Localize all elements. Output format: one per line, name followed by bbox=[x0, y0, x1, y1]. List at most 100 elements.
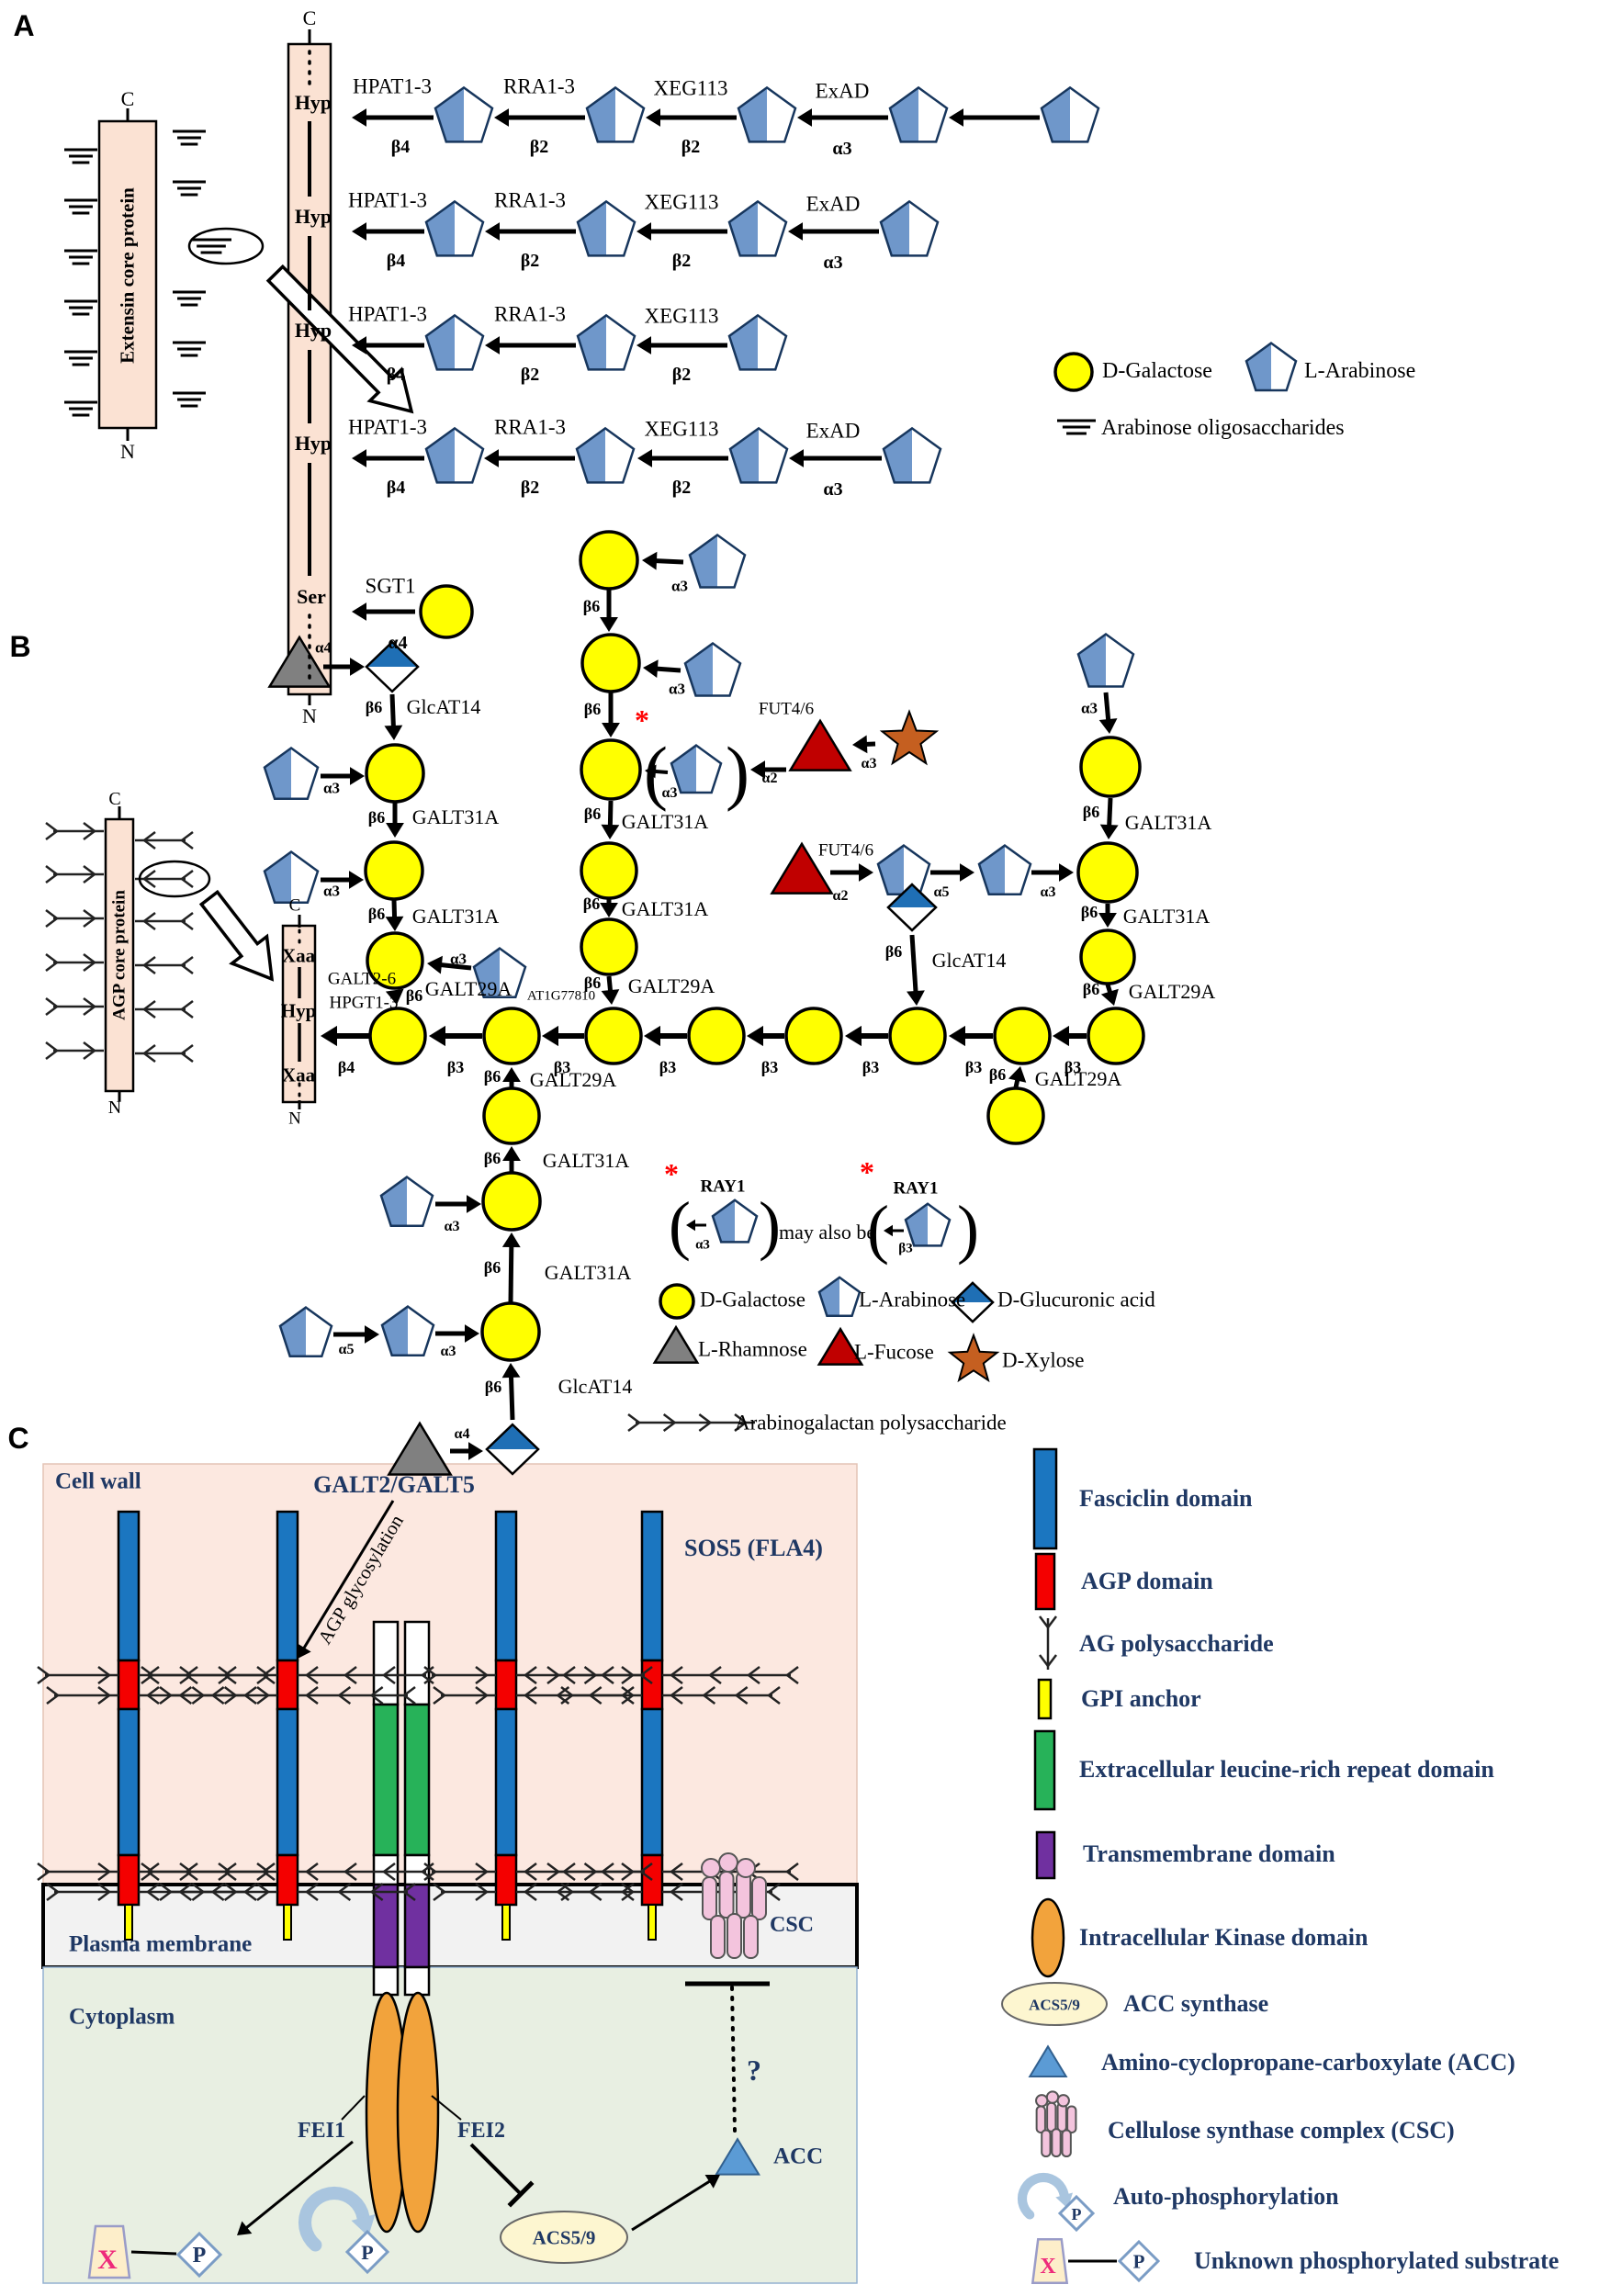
d-galactose-icon bbox=[1087, 1007, 1145, 1065]
d-galactose-icon bbox=[482, 1007, 541, 1065]
link-line bbox=[435, 962, 472, 971]
arabinose-oligosaccharides-icon bbox=[64, 198, 97, 215]
arabinose-oligosaccharides-icon bbox=[64, 148, 97, 164]
arrow-head bbox=[884, 1224, 893, 1237]
arrow-head bbox=[789, 449, 804, 467]
acc-icon bbox=[1028, 2044, 1068, 2077]
ag-polysaccharide-icon bbox=[546, 1666, 642, 1684]
inhibition-cap bbox=[507, 2180, 535, 2208]
ag-polysaccharide-icon bbox=[423, 1863, 496, 1881]
legend-gpi-bar bbox=[1037, 1678, 1053, 1720]
ag-polysaccharide-icon bbox=[159, 1883, 277, 1901]
l-arabinose-icon bbox=[876, 844, 931, 896]
agp-domain-segment bbox=[276, 1659, 299, 1711]
l-arabinose-icon bbox=[424, 426, 485, 484]
l-arabinose-icon bbox=[434, 85, 494, 143]
arrow-head bbox=[1059, 863, 1074, 882]
l-fucose-icon bbox=[770, 841, 834, 895]
arrow-head bbox=[365, 1325, 379, 1344]
arrow-head bbox=[350, 767, 365, 785]
fasciclin-segment bbox=[117, 1510, 141, 1662]
auto-phosphorylation-icon bbox=[351, 2213, 376, 2237]
arabinose-oligosaccharides-icon bbox=[1057, 419, 1096, 435]
legend-c-gpi-label: GPI anchor bbox=[1081, 1685, 1201, 1712]
zoom-arrow-icon bbox=[265, 264, 414, 414]
question-mark-label: ? bbox=[747, 2054, 761, 2087]
arabinose-oligosaccharides-icon bbox=[173, 290, 206, 307]
l-rhamnose-icon bbox=[267, 635, 332, 688]
arrow-head bbox=[600, 903, 618, 917]
l-arabinose-icon bbox=[472, 947, 527, 999]
arrow-head bbox=[845, 1025, 862, 1047]
l-arabinose-icon bbox=[576, 313, 636, 371]
link-line bbox=[730, 1986, 737, 2133]
arrow-head bbox=[636, 336, 651, 355]
arrow-head bbox=[1100, 988, 1119, 1006]
kinase-domain-shape bbox=[1031, 1897, 1065, 1978]
legend-b-xylose-label: D-Xylose bbox=[1002, 1348, 1085, 1372]
arrow-head bbox=[484, 449, 499, 467]
arrow-head bbox=[960, 863, 974, 882]
arrow-head bbox=[600, 617, 618, 632]
ag-polysaccharide-icon bbox=[45, 953, 104, 972]
legend-a-oligo-label: Arabinose oligosaccharides bbox=[1101, 416, 1345, 440]
arrow-head bbox=[352, 449, 366, 467]
l-arabinose-icon bbox=[263, 850, 320, 904]
ag-polysaccharide-icon bbox=[662, 1666, 799, 1684]
legend-b-arabinose-label: L-Arabinose bbox=[859, 1288, 966, 1311]
fasciclin-segment bbox=[117, 1707, 141, 1857]
d-glucuronic-acid-icon bbox=[886, 883, 938, 932]
fei-stalk bbox=[372, 1965, 400, 1997]
legend-c-kinase-label: Intracellular Kinase domain bbox=[1079, 1924, 1369, 1951]
agp-detail-bar bbox=[281, 924, 317, 1104]
may-also-be-label: may also be bbox=[779, 1221, 876, 1244]
link-line bbox=[909, 934, 918, 997]
phosphate-icon bbox=[344, 2229, 390, 2275]
legend-c-agp-label: AGP domain bbox=[1081, 1568, 1213, 1594]
agp-core-label: AGP core protein bbox=[109, 890, 130, 1020]
ag-polysaccharide-icon bbox=[135, 1044, 194, 1063]
legend-b-galactose-label: D-Galactose bbox=[700, 1288, 805, 1311]
link-line bbox=[242, 2140, 354, 2232]
l-arabinose-icon bbox=[585, 85, 646, 143]
substrate-x-icon bbox=[1031, 2237, 1069, 2285]
arrow-head bbox=[637, 449, 652, 467]
l-arabinose-icon bbox=[904, 1202, 952, 1247]
d-galactose-icon bbox=[687, 1007, 746, 1065]
l-arabinose-icon bbox=[888, 85, 949, 143]
l-arabinose-icon bbox=[727, 313, 788, 371]
fasciclin-segment bbox=[276, 1510, 299, 1662]
legend-lrr-bar bbox=[1033, 1729, 1056, 1811]
legend-fasciclin-bar bbox=[1032, 1447, 1058, 1550]
arabinose-oligosaccharides-icon bbox=[64, 400, 97, 417]
agp-core-bar bbox=[104, 817, 135, 1093]
d-glucuronic-acid-icon bbox=[485, 1423, 540, 1476]
arrow-head bbox=[501, 1363, 521, 1379]
arrow-head bbox=[1053, 1025, 1069, 1047]
d-glucuronic-acid-icon bbox=[951, 1281, 995, 1323]
legend-c-autophos-label: Auto-phosphorylation bbox=[1113, 2183, 1339, 2210]
arrow-head bbox=[352, 602, 366, 621]
l-arabinose-icon bbox=[1040, 85, 1100, 143]
arrow-head bbox=[485, 222, 500, 241]
arabinose-oligosaccharides-icon bbox=[173, 391, 206, 408]
ag-polysaccharide-icon bbox=[135, 831, 194, 850]
agp-domain-segment bbox=[276, 1853, 299, 1907]
legend-agp-bar bbox=[1034, 1552, 1056, 1611]
arrow-head bbox=[643, 659, 659, 679]
d-galactose-icon bbox=[580, 738, 642, 801]
arrow-head bbox=[465, 1324, 479, 1343]
d-galactose-icon bbox=[579, 530, 639, 591]
ag-polysaccharide-icon bbox=[662, 1686, 781, 1705]
ag-polysaccharide-icon bbox=[560, 1883, 642, 1901]
agp-domain-segment bbox=[117, 1853, 141, 1907]
ag-polysaccharide-icon bbox=[141, 1666, 277, 1684]
legend-c-agpoly-label: AG polysaccharide bbox=[1079, 1630, 1274, 1657]
fasciclin-segment bbox=[494, 1510, 518, 1662]
l-arabinose-icon bbox=[688, 533, 747, 589]
link-line bbox=[341, 2095, 366, 2121]
tm-segment bbox=[403, 1883, 431, 1969]
d-galactose-icon bbox=[1079, 929, 1136, 985]
d-xylose-icon bbox=[947, 1333, 1000, 1383]
